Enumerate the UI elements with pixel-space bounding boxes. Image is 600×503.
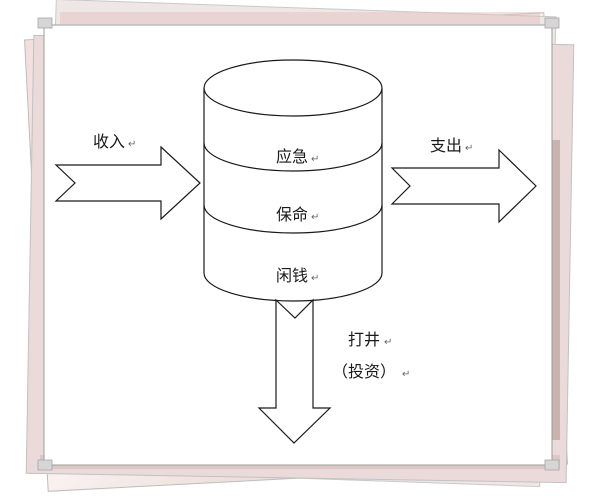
corner-tabs <box>37 17 560 471</box>
income-arrow <box>54 145 201 221</box>
return-mark: ↵ <box>311 154 319 165</box>
investment-arrow <box>257 298 332 444</box>
return-mark: ↵ <box>402 369 410 380</box>
investment-label-dig-well: 打井 <box>348 330 380 349</box>
layer-label-emergency: 应急 <box>276 147 308 166</box>
return-mark: ↵ <box>128 139 136 150</box>
layer-label-spare-cash: 闲钱 <box>276 266 308 285</box>
expense-arrow <box>390 148 537 224</box>
return-mark: ↵ <box>311 212 319 223</box>
investment-label-invest: （投资） <box>332 362 396 381</box>
return-mark: ↵ <box>311 273 319 284</box>
expense-label: 支出 <box>430 136 462 155</box>
return-mark: ↵ <box>384 337 392 348</box>
layer-label-insurance: 保命 <box>276 205 308 224</box>
income-label: 收入 <box>93 132 125 151</box>
money-cylinder <box>203 59 383 302</box>
return-mark: ↵ <box>465 143 473 154</box>
